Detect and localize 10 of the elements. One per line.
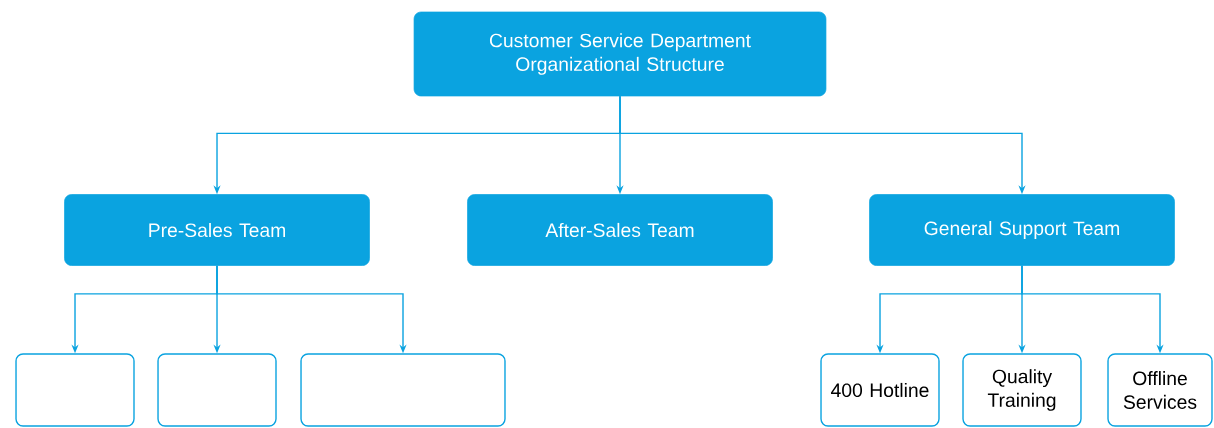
- title-box: Customer Service Department Organizational Structure: [413, 11, 827, 97]
- team-box: After-Sales Team: [467, 194, 773, 266]
- unit-box: Offline Services: [1107, 353, 1213, 427]
- empty-box: [300, 353, 506, 427]
- unit-box: 400 Hotline: [820, 353, 940, 427]
- empty-box: [157, 353, 277, 427]
- team-box: General Support Team: [869, 194, 1175, 266]
- unit-box: Quality Training: [962, 353, 1082, 427]
- team-box: Pre-Sales Team: [64, 194, 370, 266]
- empty-box: [15, 353, 135, 427]
